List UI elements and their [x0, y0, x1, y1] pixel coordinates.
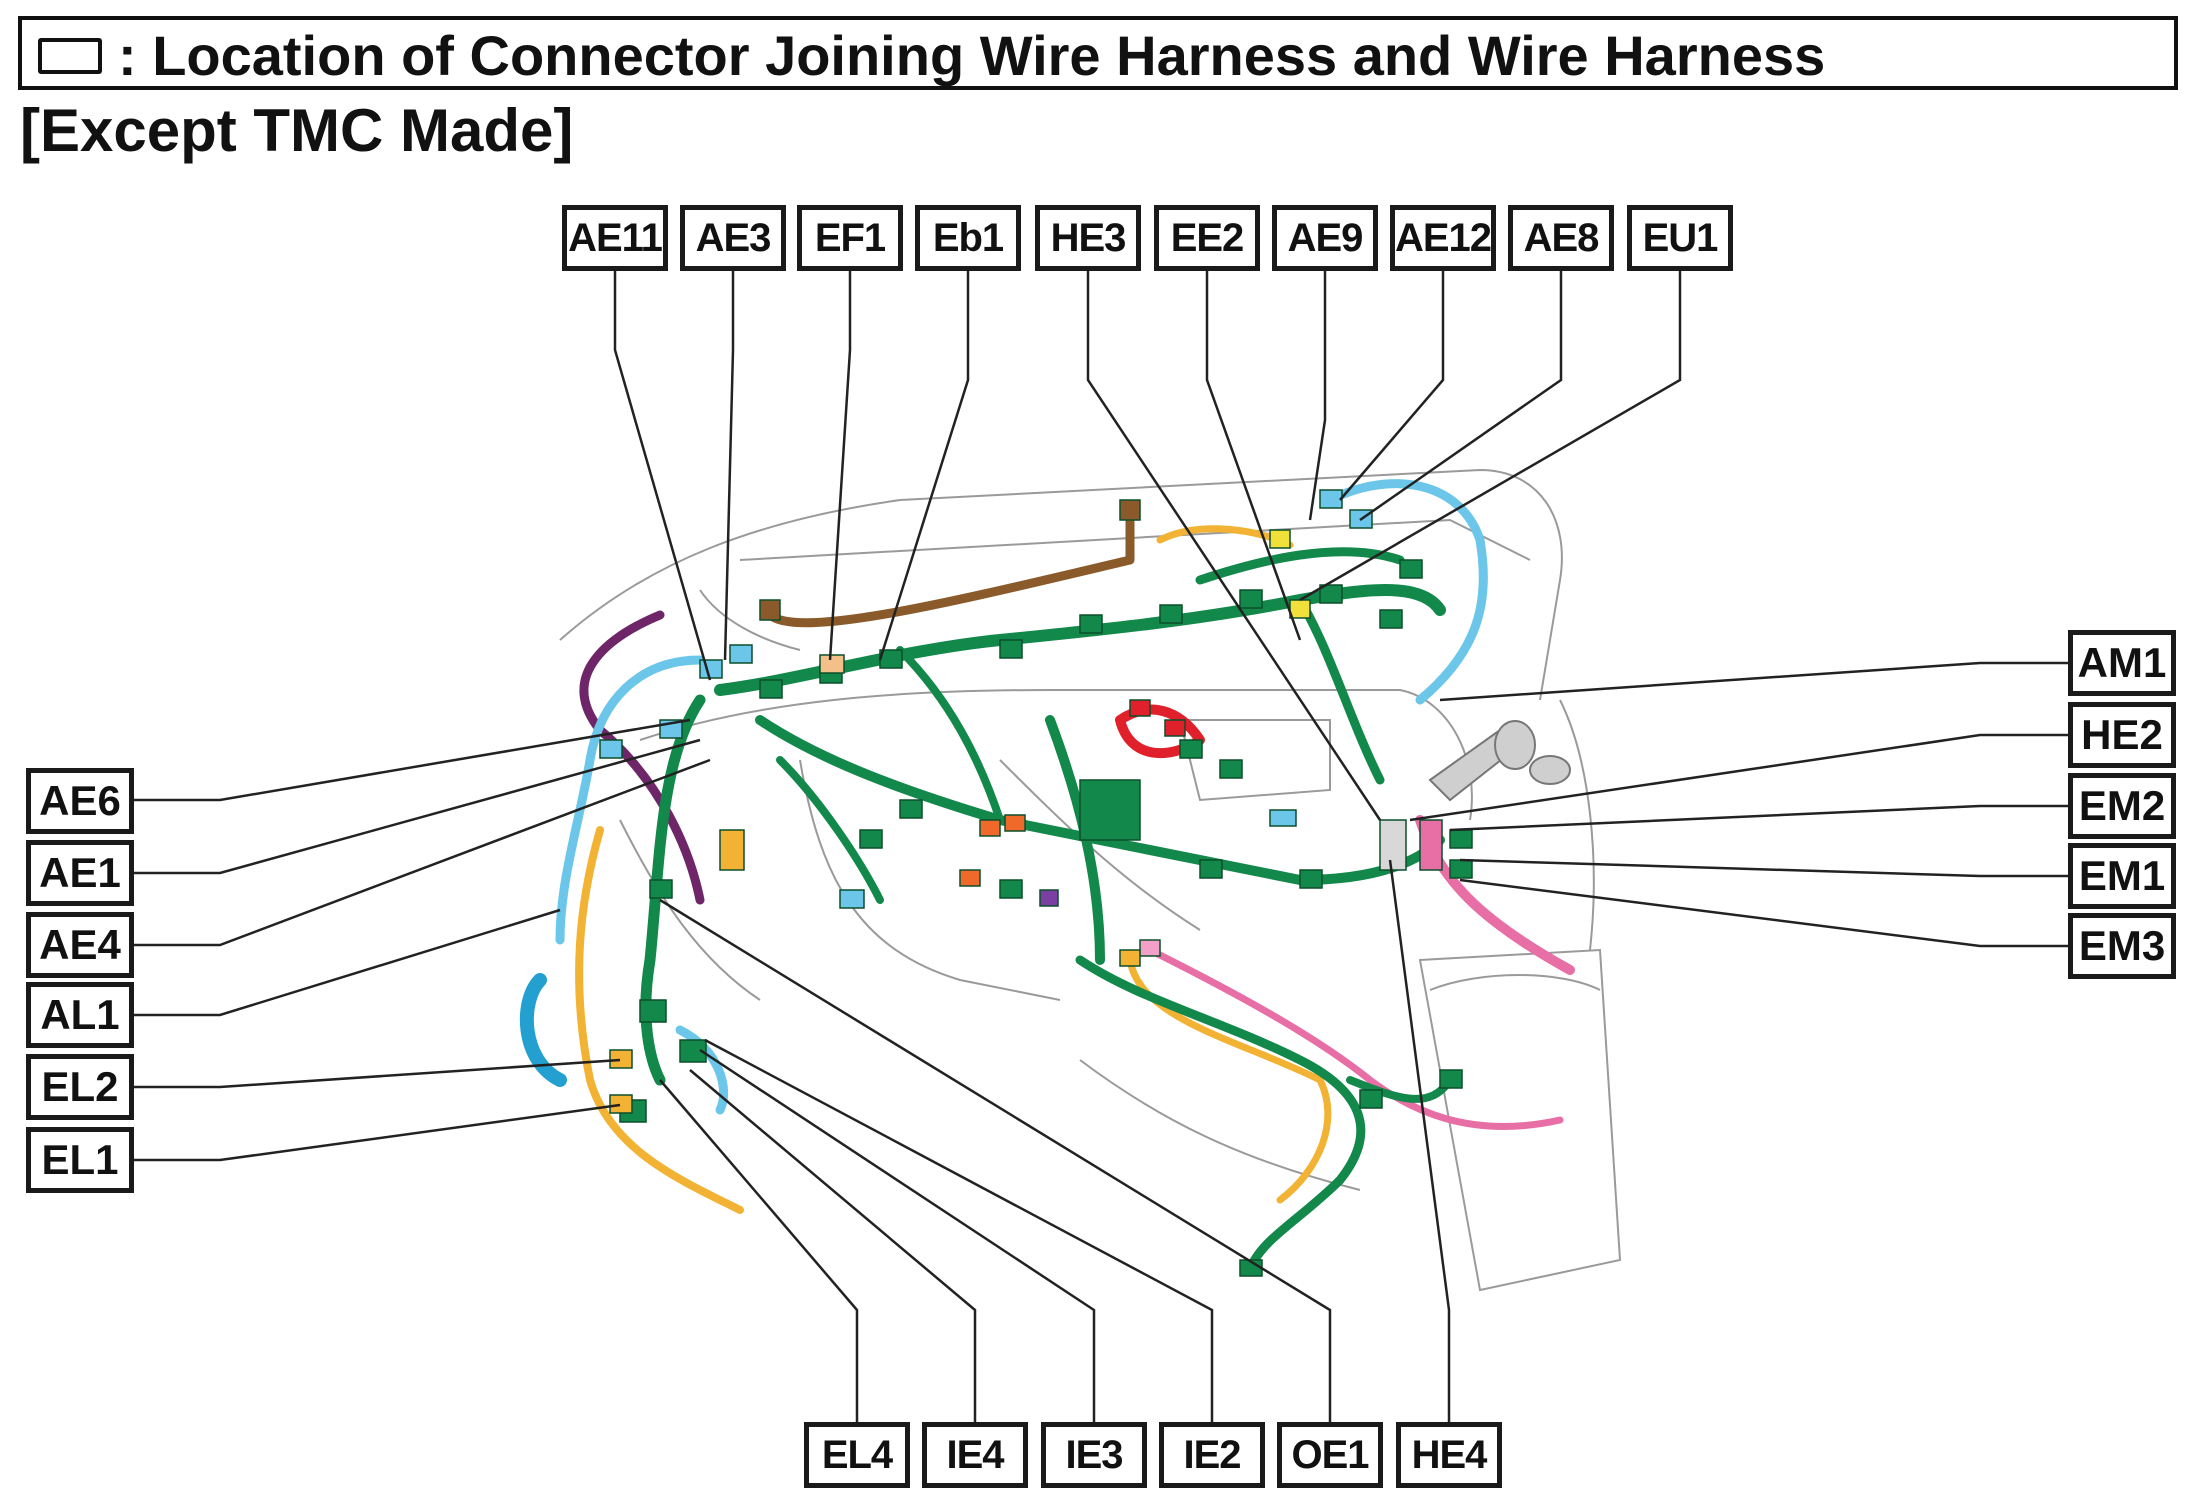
- callout-EL2: EL2: [26, 1054, 134, 1120]
- callout-EM3: EM3: [2068, 913, 2176, 979]
- callout-HE2: HE2: [2068, 702, 2176, 768]
- page-subtitle: [Except TMC Made]: [20, 97, 574, 164]
- callout-AE11: AE11: [562, 205, 668, 271]
- callout-IE4: IE4: [922, 1422, 1028, 1488]
- callout-IE3: IE3: [1041, 1422, 1147, 1488]
- callout-HE3: HE3: [1035, 205, 1141, 271]
- callout-OE1: OE1: [1277, 1422, 1383, 1488]
- callout-AE3: AE3: [680, 205, 786, 271]
- dashboard-outline: [559, 468, 1622, 1292]
- callout-EM1: EM1: [2068, 843, 2176, 909]
- harness-runs: [519, 479, 1575, 1275]
- callout-IE2: IE2: [1159, 1422, 1265, 1488]
- callout-AE1: AE1: [26, 840, 134, 906]
- connector-legend-icon: [38, 38, 102, 74]
- callout-EL1: EL1: [26, 1127, 134, 1193]
- callout-Eb1: Eb1: [915, 205, 1021, 271]
- callout-AL1: AL1: [26, 982, 134, 1048]
- callout-AE8: AE8: [1508, 205, 1614, 271]
- callout-EE2: EE2: [1154, 205, 1260, 271]
- callout-EL4: EL4: [804, 1422, 910, 1488]
- header-box: : Location of Connector Joining Wire Har…: [18, 16, 2178, 90]
- page-title: : Location of Connector Joining Wire Har…: [118, 24, 1826, 87]
- callout-AE6: AE6: [26, 768, 134, 834]
- leader-lines: [125, 270, 2070, 1425]
- callout-HE4: HE4: [1396, 1422, 1502, 1488]
- callout-EF1: EF1: [797, 205, 903, 271]
- callout-AE4: AE4: [26, 912, 134, 978]
- callout-AE12: AE12: [1390, 205, 1496, 271]
- callout-EM2: EM2: [2068, 773, 2176, 839]
- callout-AM1: AM1: [2068, 630, 2176, 696]
- callout-AE9: AE9: [1272, 205, 1378, 271]
- connector-blocks: [599, 489, 1473, 1277]
- steering-column: [1428, 720, 1571, 802]
- callout-EU1: EU1: [1627, 205, 1733, 271]
